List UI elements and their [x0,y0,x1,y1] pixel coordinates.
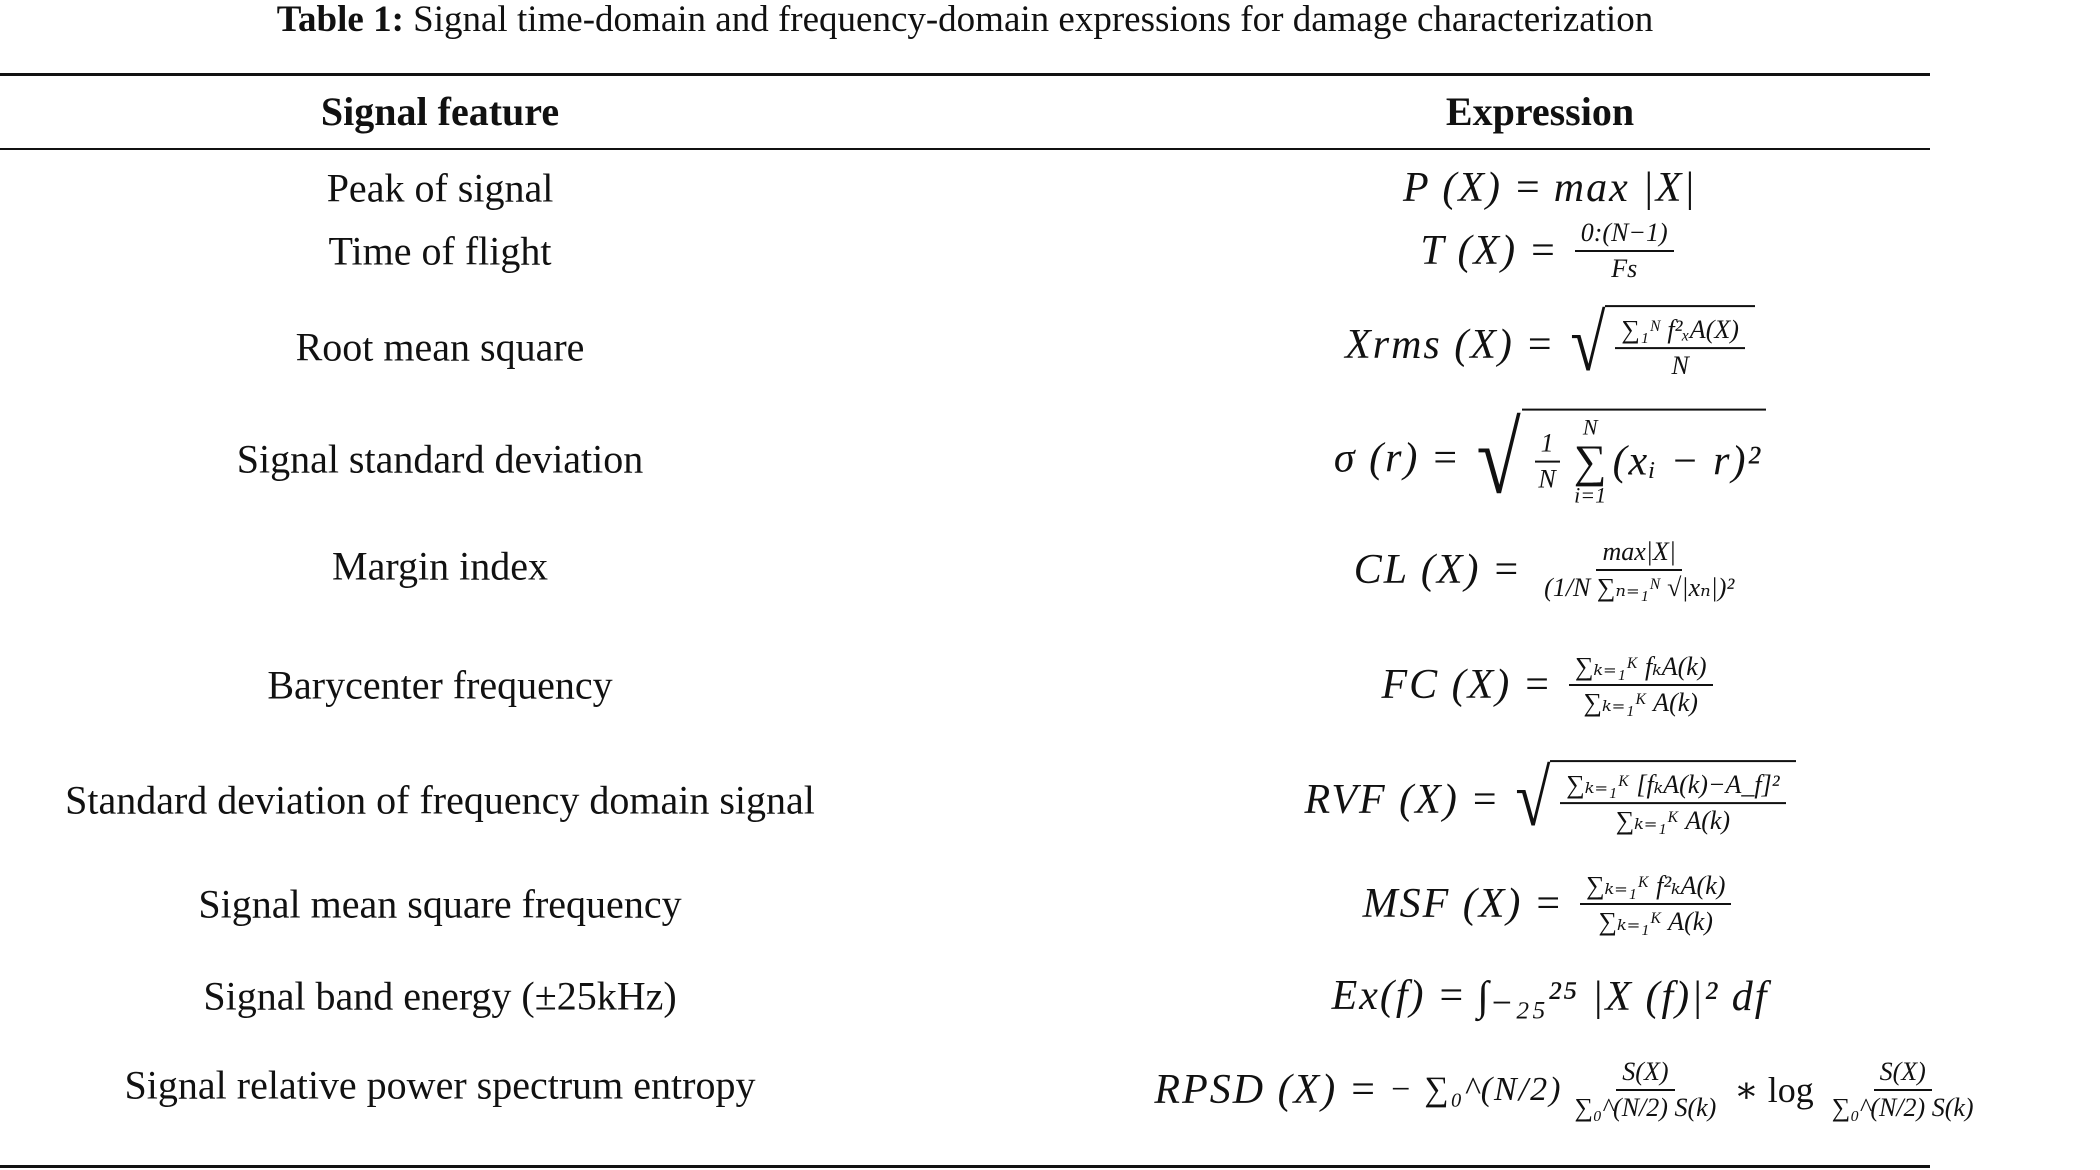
expr-lhs: RPSD (X) [1154,1067,1338,1113]
expr-rms: Xrms (X) = √ ∑₁ᴺ f²ₓA(X) N [1000,304,2100,385]
table-caption: Table 1: Signal time-domain and frequenc… [0,0,1930,40]
sqrt: √ ∑ₖ₌₁ᴷ [fₖA(k)−A_f]² ∑ₖ₌₁ᴷ A(k) [1511,759,1796,840]
feature-signal-std-dev: Signal standard deviation [236,436,644,482]
feature-std-dev-frequency: Standard deviation of frequency domain s… [65,777,815,823]
expr-msf: MSF (X) = ∑ₖ₌₁ᴷ f²ₖA(k) ∑ₖ₌₁ᴷ A(k) [1000,871,2100,937]
bottom-rule [0,1165,1930,1168]
expr-lhs: CL (X) [1353,547,1481,593]
feature-root-mean-square: Root mean square [295,324,585,370]
expr-lhs: MSF (X) [1362,881,1523,927]
caption-text: Signal time-domain and frequency-domain … [413,0,1654,40]
expr-band-energy: Ex(f) = ∫₋₂₅²⁵ |X (f)|² df [1331,973,1769,1020]
expr-rhs: ∫₋₂₅²⁵ |X (f)|² df [1477,974,1769,1020]
sqrt: √ ∑₁ᴺ f²ₓA(X) N [1566,304,1755,385]
top-rule [0,73,1930,76]
expr-rhs: max |X| [1553,165,1697,211]
expr-lhs: P (X) [1403,165,1503,211]
feature-margin-index: Margin index [332,543,548,589]
feature-mean-square-frequency: Signal mean square frequency [198,881,682,927]
caption-label: Table 1: [276,0,404,40]
expr-margin-index: CL (X) = max|X| (1/N ∑ₙ₌₁ᴺ √|xₙ|)² [1000,537,2100,603]
feature-relative-power-spectrum-entropy: Signal relative power spectrum entropy [124,1062,756,1108]
expr-lhs: RVF (X) [1304,776,1459,823]
fraction: ∑ₖ₌₁ᴷ fₖA(k) ∑ₖ₌₁ᴷ A(k) [1568,652,1713,718]
expr-lhs: σ (r) [1333,435,1420,482]
expr-lhs: Ex(f) [1331,973,1426,1019]
expr-rvf: RVF (X) = √ ∑ₖ₌₁ᴷ [fₖA(k)−A_f]² ∑ₖ₌₁ᴷ A(… [1000,759,2100,840]
expr-time-of-flight: T (X) = 0:(N−1) Fs [1000,218,2100,284]
feature-barycenter-frequency: Barycenter frequency [267,662,613,708]
fraction: ∑ₖ₌₁ᴷ f²ₖA(k) ∑ₖ₌₁ᴷ A(k) [1580,871,1732,937]
expr-rpsd: RPSD (X) = − ∑₀^(N/2) S(X) ∑₀^(N/2) S(k)… [1154,1057,1974,1122]
expr-lhs: Xrms (X) [1345,321,1514,368]
fraction: 0:(N−1) Fs [1574,218,1674,284]
header-signal-feature: Signal feature [320,89,560,134]
feature-peak-of-signal: Peak of signal [326,165,554,211]
header-expression: Expression [1445,89,1635,134]
expr-barycenter: FC (X) = ∑ₖ₌₁ᴷ fₖA(k) ∑ₖ₌₁ᴷ A(k) [1000,652,2100,718]
expr-peak: P (X) = max |X| [1403,165,1697,211]
fraction: max|X| (1/N ∑ₙ₌₁ᴺ √|xₙ|)² [1544,537,1735,602]
expr-lhs: FC (X) [1381,662,1512,708]
expr-lhs: T (X) [1420,228,1518,274]
header-rule [0,148,1930,150]
feature-time-of-flight: Time of flight [328,228,552,274]
feature-band-energy: Signal band energy (±25kHz) [203,973,677,1019]
